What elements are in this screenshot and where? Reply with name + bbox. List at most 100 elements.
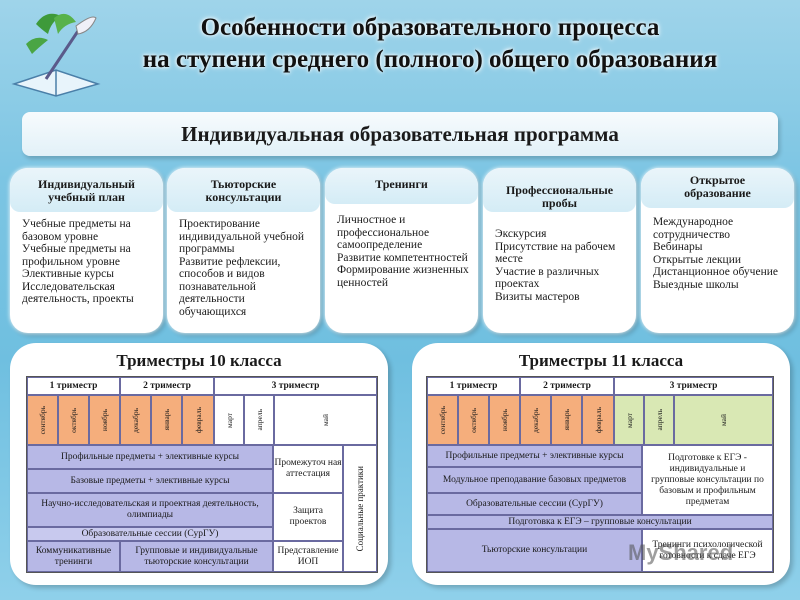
month-label: октябрь — [69, 407, 78, 433]
month-label: март — [624, 412, 634, 428]
psych-readiness-training: Тренинги психологической готовности к сд… — [642, 529, 773, 572]
schedule-row-group-consultations: Групповые и индивидуальные тьюторские ко… — [120, 541, 273, 572]
card-line: Развитие рефлексии, способов и видов поз… — [179, 255, 281, 318]
social-practices-cell: Социальные практики — [343, 445, 377, 572]
month-cell: май — [674, 395, 773, 445]
card-body: Экскурсия Присутствие на рабочем месте У… — [495, 228, 630, 303]
month-cell: ноябрь — [89, 395, 120, 445]
card-trainings: Тренинги Личностное и профессиональное с… — [325, 168, 478, 333]
schedule-row-modular: Модульное преподавание базовых предметов — [427, 467, 642, 493]
month-cell: апрель — [644, 395, 674, 445]
month-cell: март — [614, 395, 644, 445]
month-label: май — [719, 413, 728, 427]
social-practices-label: Социальные практики — [354, 465, 365, 552]
schedule-row-profile: Профильные предметы + элективные курсы — [27, 445, 273, 469]
schedule-row-ege-group: Подготовка к ЕГЭ – групповые консультаци… — [427, 515, 773, 529]
card-line: Присутствие на рабочем месте — [495, 240, 616, 266]
month-label: апрель — [654, 409, 664, 431]
month-label: январь — [562, 409, 571, 431]
card-body: Личностное и профессиональное самоопреде… — [337, 214, 472, 289]
card-line: Элективные курсы — [22, 268, 114, 280]
grade10-panel: Триместры 10 класса 1 триместр 2 тримест… — [10, 343, 388, 585]
card-open-education: Открытое образование Международное сотру… — [641, 168, 794, 333]
card-line: Формирование жизненных ценностей — [337, 264, 469, 289]
page-title: Особенности образовательного процесса на… — [60, 12, 800, 76]
month-label: март — [224, 412, 234, 428]
schedule-row-base: Базовые предметы + элективные курсы — [27, 469, 273, 493]
month-label: декабрь — [131, 407, 140, 433]
month-label: январь — [162, 409, 171, 431]
month-label: февраль — [193, 406, 203, 434]
card-line: Вебинары — [653, 241, 703, 253]
card-tutor-consultations: Тьюторские консультации Проектирование и… — [167, 168, 320, 333]
card-title: Открытое образование — [641, 168, 794, 208]
program-banner: Индивидуальная образовательная программа — [22, 112, 778, 156]
card-title: Тренинги — [325, 168, 478, 204]
iop-presentation: Представление ИОП — [273, 541, 343, 572]
month-cell: февраль — [582, 395, 614, 445]
month-cell: март — [214, 395, 244, 445]
month-label: октябрь — [469, 407, 478, 433]
interim-assessment: Промежуточ ная аттестация — [273, 445, 343, 493]
schedule-row-tutor: Тьюторские консультации — [427, 529, 642, 572]
month-cell: январь — [151, 395, 182, 445]
trimester-header: 1 триместр — [27, 377, 120, 395]
month-cell: январь — [551, 395, 582, 445]
title-line-1: Особенности образовательного процесса — [200, 14, 660, 41]
trimester-header: 3 триместр — [614, 377, 773, 395]
card-line: Международное сотрудничество — [653, 216, 734, 241]
card-professional-trials: Профессиональные пробы Экскурсия Присутс… — [483, 168, 636, 333]
card-body: Учебные предметы на базовом уровне Учебн… — [22, 218, 157, 306]
card-title: Индивидуальный учебный план — [10, 168, 163, 212]
card-line: Открытые лекции — [653, 253, 742, 266]
month-label: декабрь — [531, 407, 540, 433]
card-line: Проектирование индивидуальной учебной пр… — [179, 218, 305, 255]
banner-text: Индивидуальная образовательная программа — [181, 121, 619, 146]
month-label: апрель — [254, 409, 264, 431]
month-cell: октябрь — [58, 395, 89, 445]
month-label: ноябрь — [100, 408, 109, 432]
grade11-panel: Триместры 11 класса 1 триместр 2 тримест… — [412, 343, 790, 585]
trimester-header: 3 триместр — [214, 377, 377, 395]
month-cell: октябрь — [458, 395, 489, 445]
month-cell: сентябрь — [427, 395, 458, 445]
month-cell: февраль — [182, 395, 214, 445]
grade11-schedule-table: 1 триместр 2 триместр 3 триместр сентябр… — [426, 376, 774, 573]
month-cell: ноябрь — [489, 395, 520, 445]
month-cell: сентябрь — [27, 395, 58, 445]
grade10-schedule-table: 1 триместр 2 триместр 3 триместр сентябр… — [26, 376, 378, 573]
trimester-header: 1 триместр — [427, 377, 520, 395]
month-label: сентябрь — [38, 405, 47, 435]
card-line: Личностное и профессиональное самоопреде… — [337, 214, 430, 251]
card-line: Визиты мастеров — [495, 290, 580, 303]
card-line: Дистанционное обучение — [653, 266, 778, 278]
month-cell: май — [274, 395, 377, 445]
month-cell: декабрь — [120, 395, 151, 445]
card-title: Профессиональные пробы — [483, 168, 636, 212]
month-cell: апрель — [244, 395, 274, 445]
book-feather-logo-icon — [11, 13, 101, 97]
card-line: Участие в различных проектах — [495, 265, 600, 291]
month-label: май — [321, 413, 330, 427]
grade10-title: Триместры 10 класса — [116, 351, 282, 370]
watermark: MyShared — [628, 540, 734, 565]
card-line: Экскурсия — [495, 228, 547, 240]
card-body: Международное сотрудничество Вебинары От… — [653, 216, 788, 291]
card-line: Выездные школы — [653, 278, 739, 291]
schedule-row-profile: Профильные предметы + элективные курсы — [427, 445, 642, 467]
ege-individual-prep: Подготовке к ЕГЭ - индивидуальные и груп… — [642, 445, 773, 515]
month-cell: декабрь — [520, 395, 551, 445]
card-body: Проектирование индивидуальной учебной пр… — [179, 218, 314, 318]
month-label: ноябрь — [500, 408, 509, 432]
grade11-title: Триместры 11 класса — [518, 351, 684, 370]
project-defense: Защита проектов — [273, 493, 343, 541]
trimester-header: 2 триместр — [520, 377, 614, 395]
card-line: Развитие компетентностей — [337, 251, 468, 264]
schedule-row-training: Коммуникативные тренинги — [27, 541, 120, 572]
month-label: сентябрь — [438, 405, 447, 435]
card-individual-plan: Индивидуальный учебный план Учебные пред… — [10, 168, 163, 333]
card-line: Учебные предметы на базовом уровне — [22, 218, 131, 243]
card-line: Исследовательская деятельность, проекты — [22, 280, 134, 306]
title-line-2: на ступени среднего (полного) общего обр… — [142, 46, 718, 73]
card-line: Учебные предметы на профильном уровне — [22, 243, 131, 268]
